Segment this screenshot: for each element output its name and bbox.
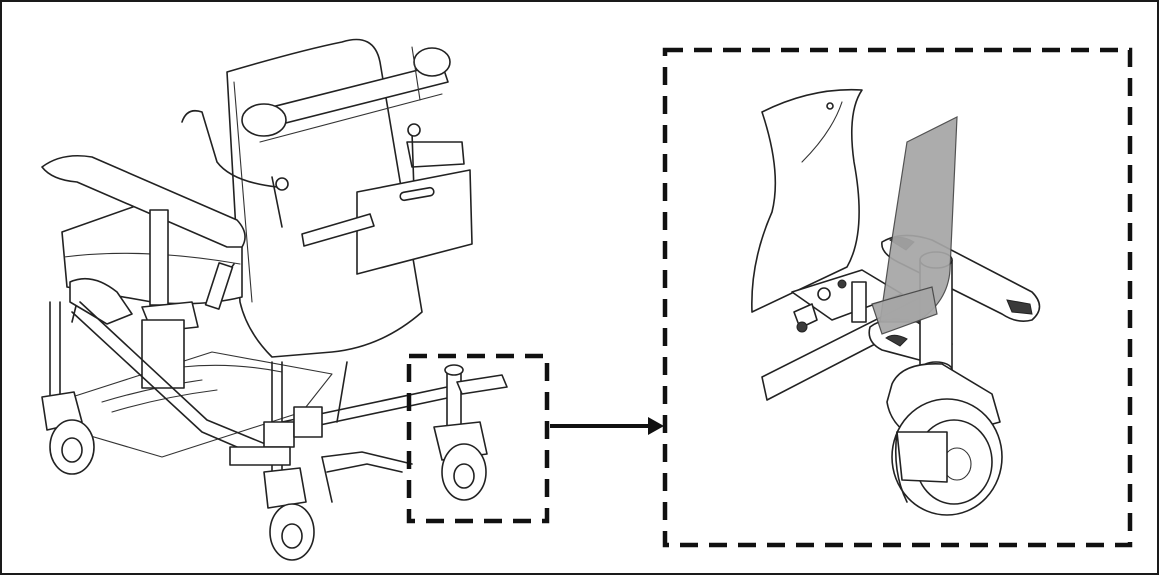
connector-arrow (550, 417, 664, 435)
handle-grip-right (413, 47, 451, 77)
actuator (141, 319, 185, 389)
small-post (851, 281, 867, 323)
back-tray (356, 169, 473, 275)
callout-box-small (406, 353, 550, 524)
armrest-left (41, 154, 246, 248)
callout-box-large (662, 47, 1133, 548)
foot-pedal (456, 374, 508, 395)
side-panel (751, 88, 863, 313)
armrest-post (149, 209, 169, 306)
handle-grip-left (241, 103, 287, 137)
armrest-right (406, 141, 465, 168)
caster-post-right (446, 371, 462, 428)
wheelchair-drawing (41, 38, 508, 561)
caster-front-right (433, 421, 488, 501)
caster-front-left (263, 467, 315, 561)
detail-caster-drawing (751, 88, 1041, 516)
caster-rear-left (41, 391, 95, 475)
